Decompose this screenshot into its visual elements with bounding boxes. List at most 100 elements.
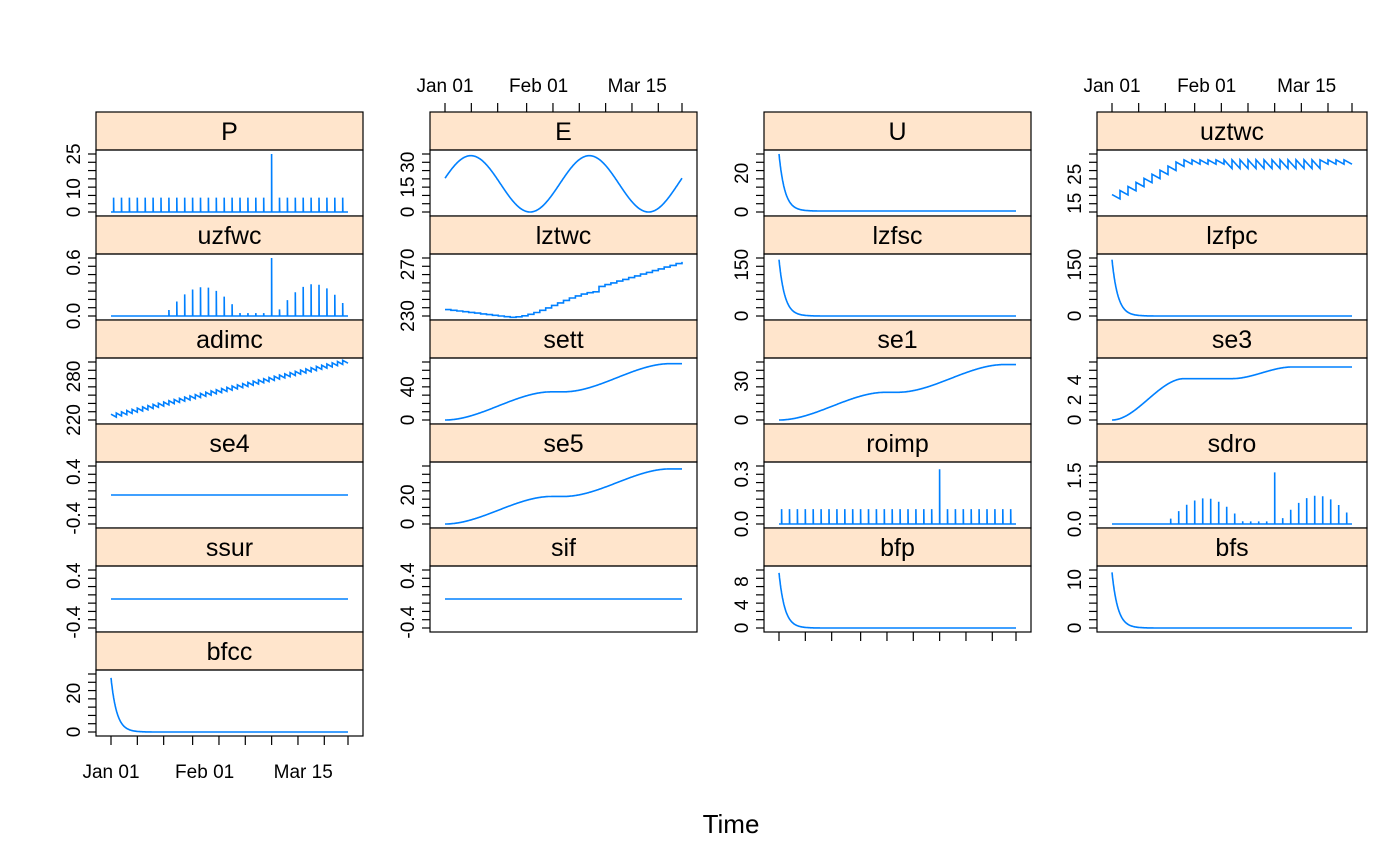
panel-frame: [429, 461, 698, 529]
panel-ssur: ssur -0.4 0.4: [64, 527, 364, 639]
y-tick-label: 0: [732, 415, 753, 426]
series-adimc: [110, 358, 349, 419]
panel-title: se4: [209, 430, 249, 458]
panel-frame: [763, 357, 1032, 425]
series-se3: [1112, 366, 1352, 421]
y-tick-label: 2: [1065, 395, 1086, 406]
series-lzfsc: [778, 259, 1016, 317]
series-lztwc: [445, 261, 683, 319]
y-tick-label: 25: [1065, 164, 1086, 185]
x-tick-label: Jan 01: [1083, 76, 1140, 97]
x-tick-label: Feb 01: [1177, 76, 1236, 97]
panel-strip: [1096, 111, 1368, 151]
panel-strip: [429, 111, 698, 151]
panel-strip: [763, 215, 1032, 255]
panel-title: uztwc: [1200, 118, 1264, 146]
y-tick-label: 220: [64, 404, 85, 436]
y-tick-label: 20: [64, 683, 85, 704]
y-tick-label: 30: [398, 152, 419, 173]
y-tick-label: 30: [732, 371, 753, 392]
panel-title: uzfwc: [198, 222, 262, 250]
panel-frame: [1096, 565, 1368, 633]
y-tick-label: 280: [64, 361, 85, 393]
panel-frame: [95, 253, 364, 321]
y-tick-label: 1.5: [1065, 462, 1086, 488]
panel-strip: [429, 215, 698, 255]
panel-frame: [763, 565, 1032, 633]
panel-strip: [1096, 423, 1368, 463]
y-tick-label: 0: [64, 207, 85, 218]
y-tick-label: 0: [1065, 623, 1086, 634]
series-roimp: [779, 469, 1016, 525]
panel-frame: [1096, 461, 1368, 529]
y-tick-label: -0.4: [398, 605, 419, 638]
panel-title: se5: [543, 430, 583, 458]
series-bfs: [1111, 572, 1352, 629]
y-tick-label: 0.0: [1065, 511, 1086, 537]
panel-frame: [763, 461, 1032, 529]
panel-title: E: [555, 118, 572, 146]
series-lzfpc: [1111, 259, 1352, 317]
panel-frame: [95, 669, 364, 737]
y-tick-label: 150: [1065, 249, 1086, 281]
panel-strip: [95, 423, 364, 463]
y-tick-label: 0: [1065, 311, 1086, 322]
y-tick-label: 150: [732, 249, 753, 281]
y-tick-label: 0.3: [732, 461, 753, 487]
y-tick-label: -0.4: [64, 501, 85, 534]
y-tick-label: 25: [64, 143, 85, 164]
panel-title: P: [221, 118, 238, 146]
series-E: [444, 154, 683, 213]
panel-title: bfp: [880, 534, 915, 562]
y-tick-label: 0: [732, 207, 753, 218]
panel-adimc: adimc 220 280: [64, 319, 364, 436]
y-tick-label: 230: [398, 300, 419, 332]
panel-strip: [95, 111, 364, 151]
x-tick-label: Jan 01: [82, 762, 139, 783]
panel-title: ssur: [206, 534, 253, 562]
y-tick-label: 20: [732, 163, 753, 184]
panel-frame: [429, 565, 698, 633]
panel-title: roimp: [866, 430, 929, 458]
series-uztwc: [1111, 157, 1353, 201]
y-tick-label: 0: [398, 519, 419, 530]
series-bfp: [778, 572, 1016, 629]
panel-U: U 0 20: [732, 111, 1032, 218]
panel-title: lztwc: [536, 222, 592, 250]
panel-frame: [429, 149, 698, 217]
chart-panels: P01025uzfwc0.00.6adimc220280se4-0.40.4ss…: [64, 76, 1368, 783]
panel-strip: [95, 631, 364, 671]
y-tick-label: 10: [64, 178, 85, 199]
series-bfcc: [110, 677, 348, 733]
panel-frame: [763, 149, 1032, 217]
panel-title: bfs: [1215, 534, 1248, 562]
panel-lzfpc: lzfpc 0 150: [1065, 215, 1368, 322]
y-tick-label: 270: [398, 249, 419, 281]
panel-strip: [95, 527, 364, 567]
x-tick-label: Feb 01: [509, 76, 568, 97]
y-tick-label: 0.4: [64, 562, 85, 589]
panel-title: U: [888, 118, 906, 146]
series-sett: [445, 362, 682, 421]
x-axis-label: Time: [703, 809, 760, 839]
panel-P: P 0 10 25: [64, 111, 364, 218]
panel-frame: [95, 357, 364, 425]
panel-title: lzfpc: [1206, 222, 1257, 250]
panel-frame: [1096, 357, 1368, 425]
y-tick-label: 0: [398, 207, 419, 218]
y-tick-label: 0: [64, 727, 85, 738]
panel-strip: [429, 423, 698, 463]
y-tick-label: -0.4: [64, 605, 85, 638]
series-uzfwc: [111, 257, 348, 317]
panel-title: adimc: [196, 326, 263, 354]
panel-strip: [1096, 527, 1368, 567]
panel-sif: sif-0.40.4: [398, 527, 698, 639]
